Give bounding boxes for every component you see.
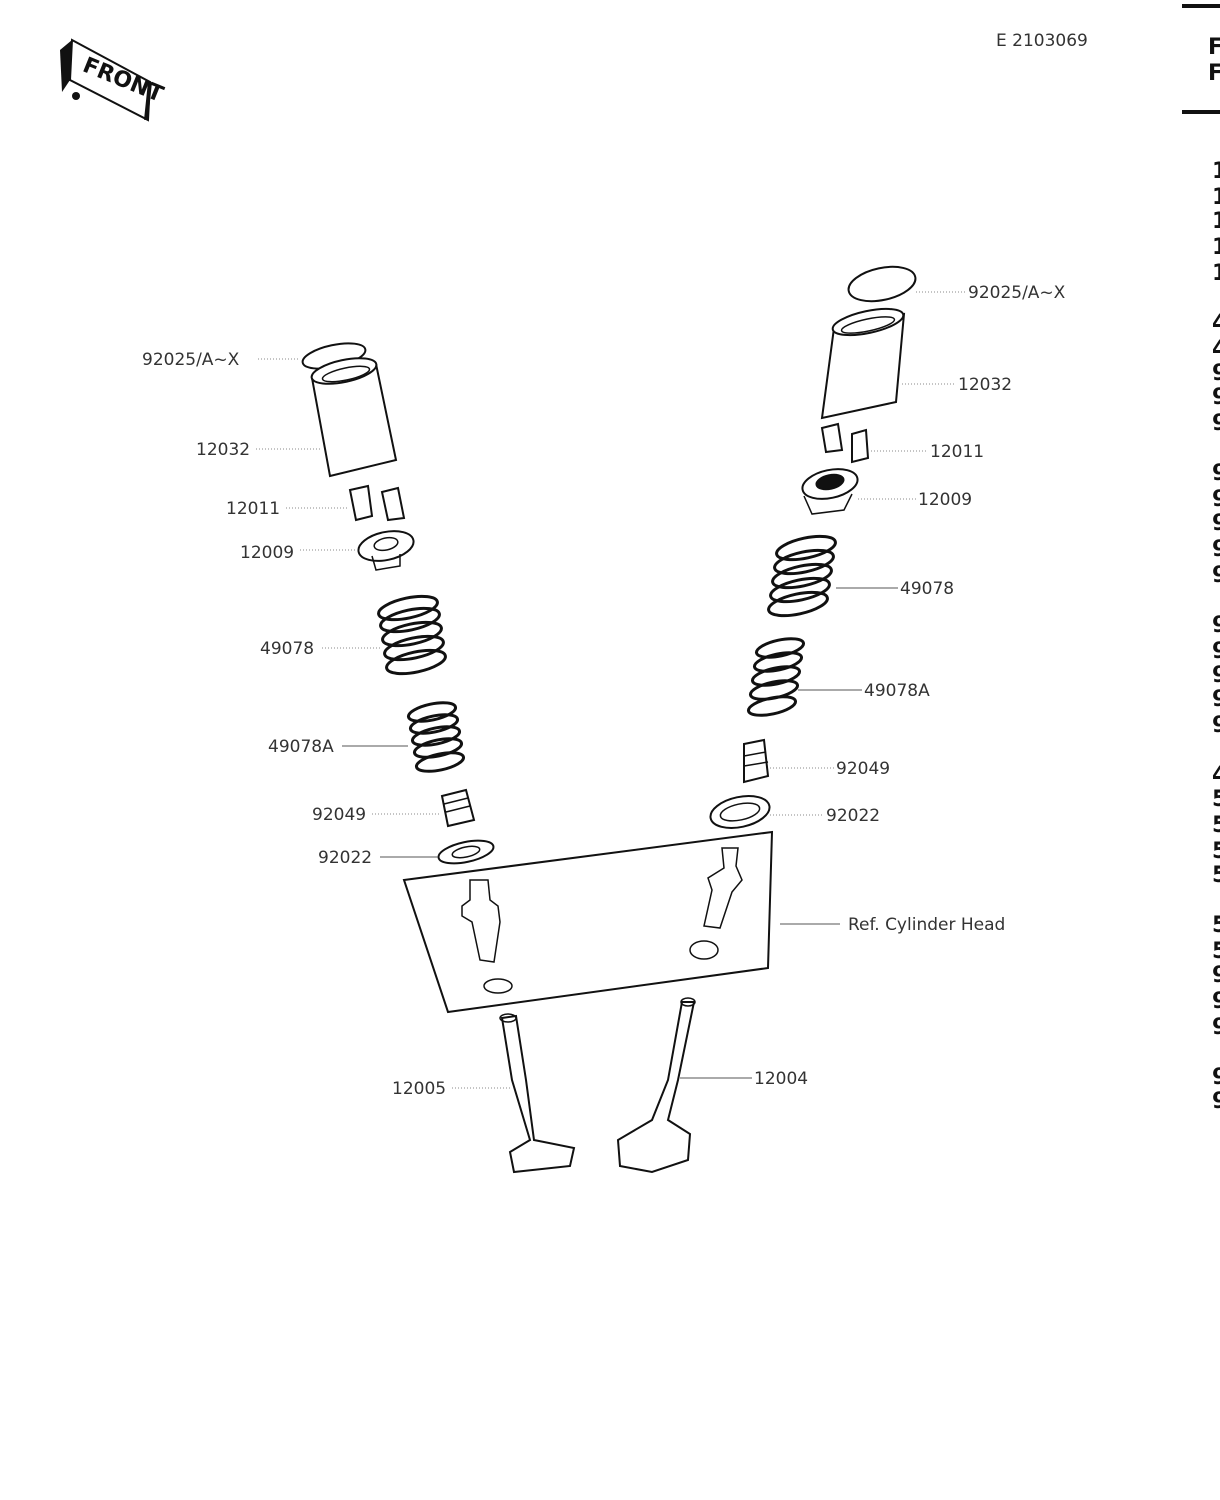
exhaust-valve — [499, 1013, 576, 1174]
label-right-retainer: 12009 — [918, 490, 972, 510]
label-right-tappet: 12032 — [958, 375, 1012, 395]
edge-column-char: 9 — [1212, 687, 1220, 712]
edge-column-char: 4 — [1212, 337, 1220, 362]
edge-column-char: 4 — [1212, 311, 1220, 336]
label-cylinder-head-ref: Ref. Cylinder Head — [848, 915, 1005, 935]
edge-column-char: 9 — [1212, 639, 1220, 664]
label-left-spring-seat: 92022 — [318, 848, 372, 868]
edge-column-char: 9 — [1212, 537, 1220, 562]
label-intake-valve: 12004 — [754, 1069, 808, 1089]
left-tappet — [310, 357, 398, 478]
label-right-outer-spring: 49078 — [900, 579, 954, 599]
edge-column-char: 9 — [1212, 1015, 1220, 1040]
left-spring-seat — [437, 839, 495, 865]
label-right-inner-spring: 49078A — [864, 681, 930, 701]
label-left-tappet: 12032 — [196, 440, 250, 460]
edge-column-char: 1 — [1212, 159, 1220, 184]
right-outer-spring — [767, 534, 837, 618]
edge-column-char: 1 — [1212, 209, 1220, 234]
right-spring-seat — [709, 795, 771, 829]
right-tappet — [820, 307, 906, 420]
edge-fragment-1: F — [1208, 35, 1220, 60]
edge-column-char: 1 — [1212, 235, 1220, 260]
edge-column-char: 9 — [1212, 411, 1220, 436]
edge-column-char: 5 — [1212, 813, 1220, 838]
label-left-outer-spring: 49078 — [260, 639, 314, 659]
label-left-stem-seal: 92049 — [312, 805, 366, 825]
edge-column-char: 9 — [1212, 613, 1220, 638]
cylinder-head-plate — [402, 830, 774, 1014]
left-stem-seal — [440, 788, 476, 828]
label-right-cotter: 12011 — [930, 442, 984, 462]
edge-column-char: 9 — [1212, 385, 1220, 410]
edge-column-char: 5 — [1212, 939, 1220, 964]
right-retainer — [801, 468, 859, 515]
left-outer-spring — [377, 594, 447, 676]
edge-column-char: 9 — [1212, 361, 1220, 386]
edge-column-char: 9 — [1212, 1065, 1220, 1090]
right-shim — [847, 265, 917, 303]
edge-column-char: 9 — [1212, 989, 1220, 1014]
left-retainer — [357, 530, 415, 571]
edge-column-char: 9 — [1212, 963, 1220, 988]
edge-column-char: 1 — [1212, 185, 1220, 210]
edge-column-char: 5 — [1212, 787, 1220, 812]
edge-column-char: 9 — [1212, 511, 1220, 536]
edge-fragment-2: F — [1208, 61, 1220, 86]
label-left-retainer: 12009 — [240, 543, 294, 563]
front-badge-icon: FRONT — [60, 38, 167, 122]
label-exhaust-valve: 12005 — [392, 1079, 446, 1099]
right-cotters — [820, 422, 870, 464]
left-inner-spring — [406, 701, 466, 773]
edge-column-char: 9 — [1212, 461, 1220, 486]
edge-column-char: 9 — [1212, 1089, 1220, 1114]
label-left-shim: 92025/A~X — [142, 350, 240, 370]
intake-valve — [616, 997, 696, 1174]
edge-column-char: 4 — [1212, 763, 1220, 788]
label-left-inner-spring: 49078A — [268, 737, 334, 757]
left-cotters — [348, 484, 406, 522]
edge-column-char: 9 — [1212, 713, 1220, 738]
right-stem-seal — [743, 738, 770, 784]
label-right-spring-seat: 92022 — [826, 806, 880, 826]
label-right-shim: 92025/A~X — [968, 283, 1066, 303]
edge-column-char: 1 — [1212, 261, 1220, 286]
edge-column-char: 9 — [1212, 563, 1220, 588]
edge-column-char: 5 — [1212, 913, 1220, 938]
document-code: E 2103069 — [996, 31, 1088, 51]
edge-column-char: 9 — [1212, 663, 1220, 688]
edge-column-char: 5 — [1212, 839, 1220, 864]
right-inner-spring — [746, 637, 806, 717]
label-right-stem-seal: 92049 — [836, 759, 890, 779]
edge-column-char: 5 — [1212, 863, 1220, 888]
label-left-cotter: 12011 — [226, 499, 280, 519]
edge-column-char: 9 — [1212, 487, 1220, 512]
